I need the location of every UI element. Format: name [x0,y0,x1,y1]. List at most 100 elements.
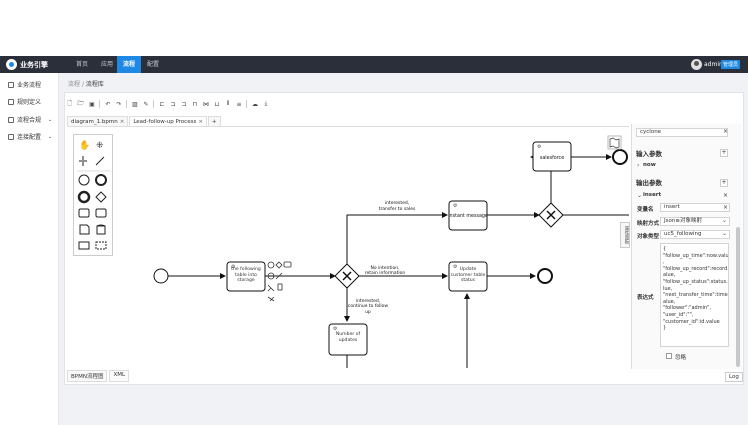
sidebar-item-compliance[interactable]: 流程合规 ⌄ [8,115,52,124]
tab-lead-follow-up[interactable]: Lead-follow-up Process× [129,116,207,126]
properties-panel-toggle[interactable]: 属性面板 [620,222,630,248]
username[interactable]: admin [704,61,723,68]
add-output-param-button[interactable]: + [720,179,728,187]
exclusive-gateway[interactable] [334,263,360,289]
add-tab-button[interactable]: + [207,116,221,126]
data-store-icon[interactable] [96,224,106,235]
group-icon[interactable] [95,241,107,250]
task-storage[interactable]: ⚙ the following table into storage [226,261,266,292]
input-param-now[interactable]: now [643,162,656,168]
expression-textarea[interactable]: { "follow_up_time":now.value , "follow_u… [660,243,729,347]
chevron-down-icon[interactable]: ⌄ [722,217,728,224]
align-right-icon[interactable]: ⊐ [181,100,187,108]
start-event-icon[interactable] [78,174,90,186]
global-connect-icon[interactable] [95,156,105,166]
nav-apps[interactable]: 应用 [101,61,114,68]
data-object-icon[interactable] [79,224,90,235]
rules-icon [8,98,14,105]
hand-tool-icon[interactable]: ✋ [79,139,90,151]
task-instant-message[interactable]: ⚙ Instant message [448,200,488,231]
align-center-icon[interactable]: ⊐ [170,100,176,108]
align-middle-icon[interactable]: ⋈ [202,100,209,108]
exclusive-gateway[interactable] [538,202,564,228]
new-file-icon[interactable]: 🗋 [67,100,72,107]
mapping-select[interactable]: Json≡对象映射 [660,217,730,226]
tab-label: Lead-follow-up Process [133,119,197,125]
nav-config[interactable]: 配置 [147,61,160,68]
output-param-insert[interactable]: insert [643,192,662,198]
align-bottom-icon[interactable]: ⊔ [214,100,220,108]
connect-icon[interactable] [275,272,283,280]
subprocess-icon[interactable] [95,208,107,218]
lightning-icon[interactable] [267,296,275,302]
tab-bpmn-diagram[interactable]: BPMN流程图 [67,370,108,382]
pool-icon[interactable] [78,241,90,250]
end-event[interactable] [537,268,553,284]
append-end-event-icon[interactable] [267,261,275,269]
sidebar-item-business-process[interactable]: 业务流程 [8,80,41,89]
bpmn-canvas[interactable]: ⚙ the following table into storage ⚙ Ins… [67,126,629,368]
object-type-select[interactable]: uc5_following [660,230,730,239]
tab-diagram-1[interactable]: diagram_1.bpmn× [67,116,129,126]
cyclone-field[interactable]: cyclone [636,128,728,137]
tab-xml[interactable]: XML [109,370,130,382]
nav-process[interactable]: 流程 [117,56,142,73]
context-pad[interactable] [267,261,292,302]
close-icon[interactable]: × [119,119,125,125]
end-event-icon[interactable] [77,190,91,204]
chevron-down-icon: ⌄ [48,116,53,123]
append-task-icon[interactable] [283,261,292,268]
wrench-icon[interactable] [267,284,275,292]
bpmn-diagram[interactable]: ⚙ the following table into storage ⚙ Ins… [67,127,629,368]
task-salesforce[interactable]: ⚙ salesforce [532,141,572,172]
remove-param-icon[interactable]: × [723,192,729,199]
task-update-customer[interactable]: ⚙ Update customer table status [448,261,488,292]
chevron-down-icon[interactable]: ⌄ [637,192,643,199]
service-task-icon: ⚙ [231,264,236,270]
save-icon[interactable]: ▣ [89,100,95,108]
append-intermediate-event-icon[interactable] [267,272,275,280]
trash-icon[interactable] [277,283,283,291]
lasso-tool-icon[interactable]: ⁜ [96,141,104,151]
compliance-icon [8,116,14,123]
task-icon[interactable] [78,208,90,218]
clear-icon[interactable]: × [723,204,729,211]
edit-tool-icon[interactable]: ✎ [143,100,149,108]
view-tabs: BPMN流程图 XML [67,370,130,382]
start-event[interactable] [153,268,169,284]
log-button[interactable]: Log [725,372,743,382]
space-tool-icon[interactable] [79,156,87,166]
sequence-flow[interactable] [346,212,448,264]
breadcrumb-root[interactable]: 流程 [68,81,81,88]
add-input-param-button[interactable]: + [720,149,728,157]
distribute-horizontal-icon[interactable]: ⫴ [226,100,230,107]
close-icon[interactable]: × [198,119,203,125]
intermediate-event-icon[interactable] [95,174,107,186]
properties-scrollbar[interactable] [736,227,740,367]
end-event[interactable] [612,149,628,165]
var-name-input[interactable]: insert [660,203,730,212]
gateway-icon[interactable] [95,191,107,203]
undo-icon[interactable]: ↶ [105,100,111,108]
nav-home[interactable]: 首页 [76,61,89,68]
task-number-of-updates[interactable]: ⚙ Number of updates [328,323,368,356]
clear-icon[interactable]: × [723,128,729,135]
user-avatar-icon[interactable] [691,59,702,70]
open-folder-icon[interactable]: 🗁 [77,100,85,107]
ignore-checkbox[interactable] [666,353,672,359]
sidebar-item-rules[interactable]: 规则定义 [8,97,41,106]
diagram-map-icon[interactable] [607,135,622,150]
redo-icon[interactable]: ↷ [116,100,122,108]
image-export-icon[interactable]: ▨ [132,100,138,108]
align-left-icon[interactable]: ⊏ [159,100,165,108]
align-top-icon[interactable]: ⊓ [192,100,198,108]
distribute-vertical-icon[interactable]: ≡ [236,100,242,108]
connection-icon [8,133,14,140]
append-gateway-icon[interactable] [275,261,283,269]
chevron-down-icon[interactable]: ⌄ [722,230,728,237]
service-task-icon: ⚙ [537,144,542,150]
sidebar-item-connections[interactable]: 连接配置 ⌄ [8,132,52,141]
chevron-right-icon[interactable]: › [637,162,640,169]
download-icon[interactable]: ⤓ [264,100,268,107]
cloud-deploy-icon[interactable]: ☁ [251,100,258,108]
